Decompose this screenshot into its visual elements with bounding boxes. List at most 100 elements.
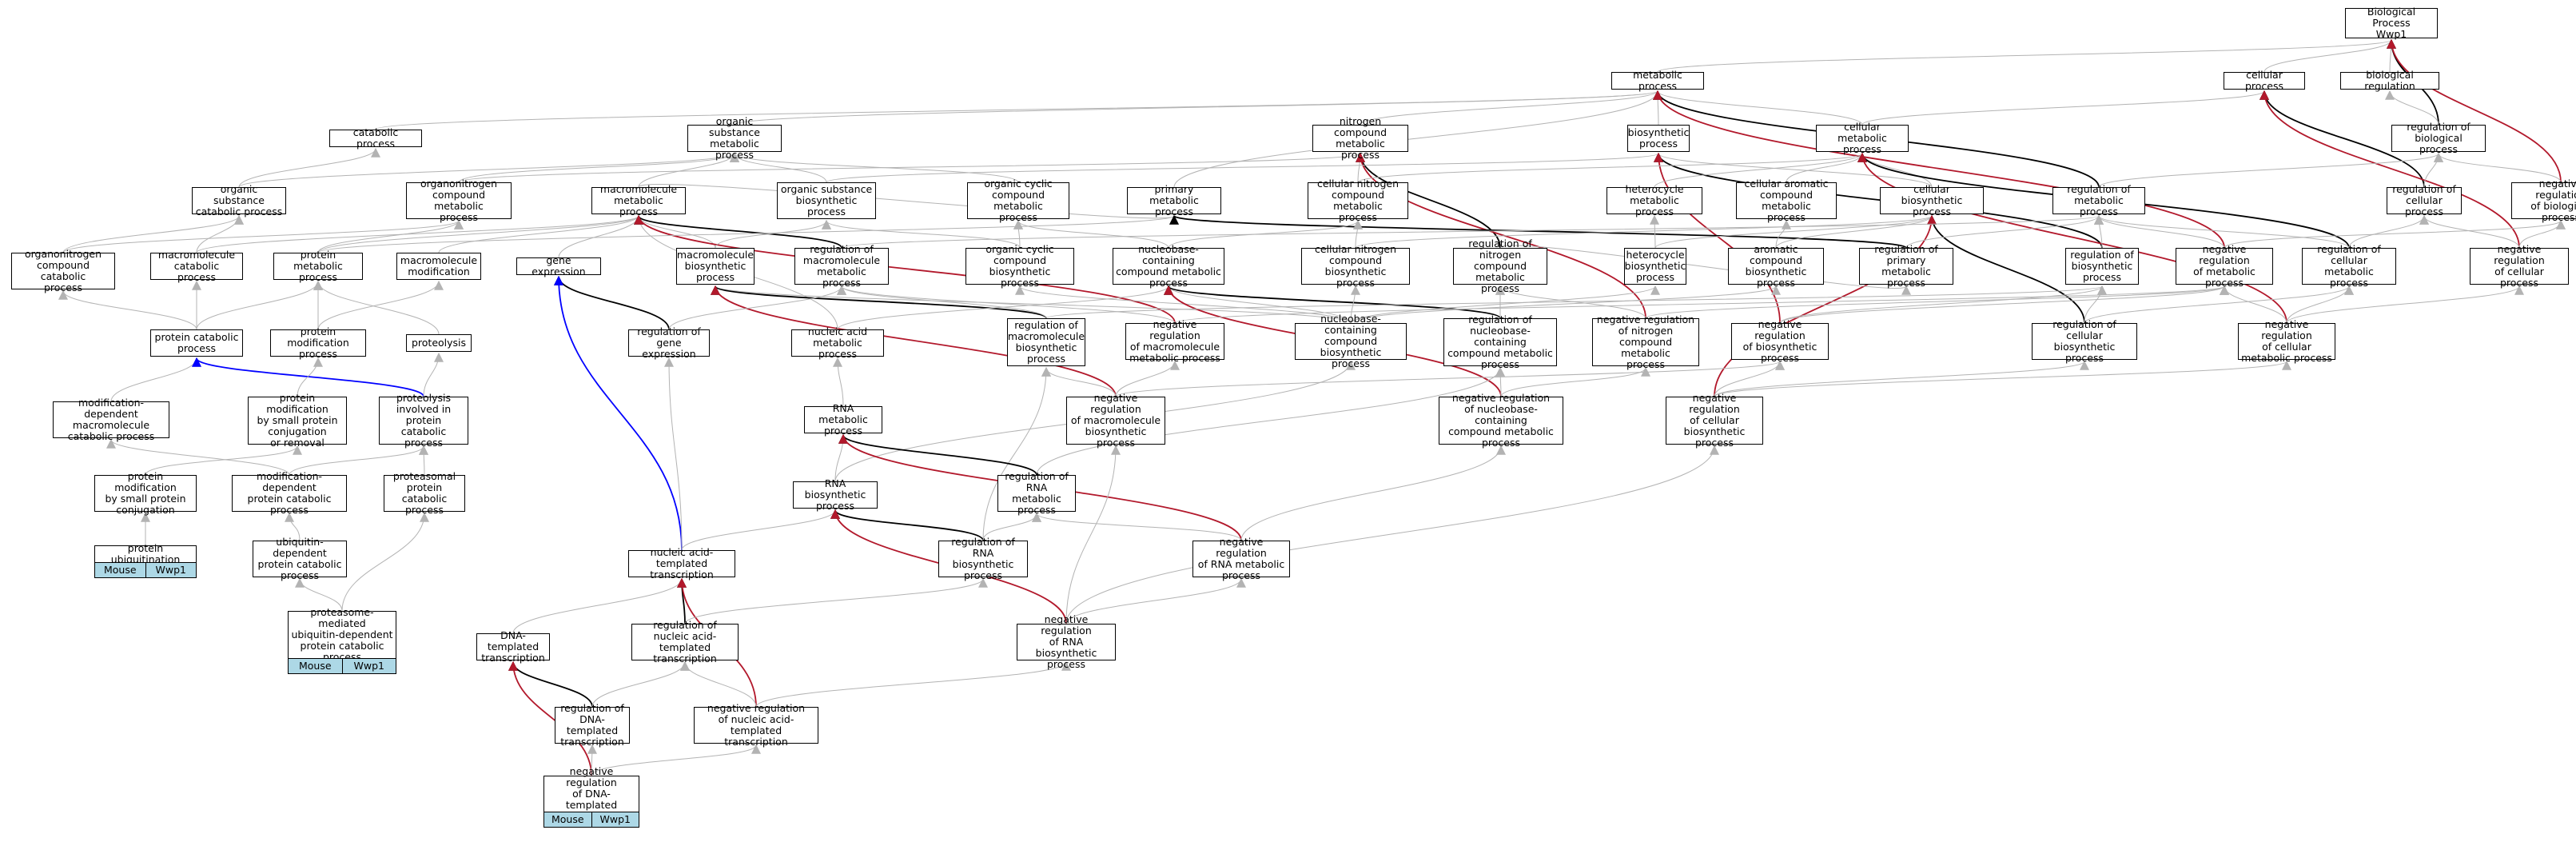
edge-negrrnabp-to-negrcellbp	[1065, 445, 1719, 625]
edge-regcellmp-to-regmp	[2094, 214, 2350, 249]
go-term-negrbiosyn[interactable]: negative regulation of biosynthetic proc…	[1731, 319, 1829, 364]
edge-primmp-to-metab	[1173, 90, 1662, 188]
edge-regncmp-to-regpmp	[1499, 245, 1911, 295]
go-term-biosyn[interactable]: biosynthetic process	[1627, 125, 1690, 152]
edge-acbp-to-cacmp	[1775, 219, 1791, 249]
go-term-regnbcmp[interactable]: regulation of nucleobase-containing comp…	[1443, 314, 1557, 370]
go-term-bp[interactable]: Biological Process Wwp1	[2345, 6, 2438, 40]
go-term-nbcbp[interactable]: nucleobase-containing compound biosynthe…	[1295, 313, 1407, 369]
go-term-cncmp[interactable]: cellular nitrogen compound metabolic pro…	[1308, 178, 1408, 223]
go-term-catab[interactable]: catabolic process	[329, 127, 422, 150]
go-term-bioreg[interactable]: biological regulation	[2340, 70, 2439, 92]
go-term-proteasomal[interactable]: proteasomal protein catabolic process	[384, 471, 465, 516]
edge-nbcbp-to-cncbp	[1350, 285, 1360, 324]
edge-regnatranscr-to-regrnabp	[684, 577, 988, 625]
go-term-negrmacrobp[interactable]: negative regulation of macromolecule bio…	[1066, 393, 1165, 449]
go-term-regmp[interactable]: regulation of metabolic process	[2052, 184, 2145, 217]
edge-proteolysis-to-protmp	[313, 280, 440, 335]
go-term-macromp[interactable]: macromolecule metabolic process	[591, 184, 686, 217]
go-term-regcellbp[interactable]: regulation of cellular biosynthetic proc…	[2032, 319, 2137, 364]
edge-protmod-to-macromod	[317, 280, 444, 330]
go-term-negrcellbp[interactable]: negative regulation of cellular biosynth…	[1666, 393, 1763, 449]
go-term-regcellmp[interactable]: regulation of cellular metabolic process	[2302, 244, 2396, 289]
go-term-regcp[interactable]: regulation of cellular process	[2387, 184, 2462, 217]
go-term-regmacromp[interactable]: regulation of macromolecule metabolic pr…	[794, 244, 889, 289]
go-term-oncat[interactable]: organonitrogen compound catabolic proces…	[11, 249, 115, 293]
go-term-negrmacromp[interactable]: negative regulation of macromolecule met…	[1125, 319, 1224, 364]
go-term-natranscr[interactable]: nucleic acid-templated transcription	[628, 547, 735, 581]
go-term-osmp[interactable]: organic substance metabolic process	[687, 116, 782, 161]
go-term-negrnatranscr[interactable]: negative regulation of nucleic acid-temp…	[694, 703, 818, 748]
go-term-protcat[interactable]: protein catabolic process	[150, 329, 243, 357]
go-term-moddepmacrocat[interactable]: modification-dependent macromolecule cat…	[53, 397, 169, 442]
go-term-cellbp[interactable]: cellular biosynthetic process	[1880, 184, 1984, 217]
go-term-negrcp[interactable]: negative regulation of cellular process	[2470, 244, 2569, 289]
go-term-dnatranscr[interactable]: DNA-templated transcription	[476, 630, 550, 664]
edge-oncat-to-onitmp	[62, 219, 464, 253]
go-term-ncmp[interactable]: nitrogen compound metabolic process	[1312, 116, 1408, 161]
go-term-regnatranscr[interactable]: regulation of nucleic acid-templated tra…	[631, 620, 739, 664]
go-term-negrrnamp[interactable]: negative regulation of RNA metabolic pro…	[1192, 537, 1290, 581]
go-term-negrncmp[interactable]: negative regulation of nitrogen compound…	[1592, 314, 1699, 370]
go-term-moddepprotcat[interactable]: modification-dependent protein catabolic…	[232, 471, 347, 516]
go-term-negrcellmp[interactable]: negative regulation of cellular metaboli…	[2238, 319, 2335, 364]
edge-cncmp-to-cellmetab	[1357, 152, 1867, 183]
go-term-occbp[interactable]: organic cyclic compound biosynthetic pro…	[966, 244, 1074, 289]
go-term-regdnatranscr[interactable]: regulation of DNA-templated transcriptio…	[555, 703, 630, 748]
go-term-cellproc[interactable]: cellular process	[2224, 70, 2305, 92]
edge-occbp-to-osbp	[822, 219, 1021, 249]
go-term-negrmp[interactable]: negative regulation of metabolic process	[2176, 244, 2273, 289]
go-term-regrnamp[interactable]: regulation of RNA metabolic process	[997, 471, 1076, 516]
go-term-cellmetab[interactable]: cellular metabolic process	[1816, 122, 1909, 155]
tag-wwp1: Wwp1	[591, 812, 639, 827]
go-term-regncmp[interactable]: regulation of nitrogen compound metaboli…	[1453, 238, 1547, 294]
go-term-cncbp[interactable]: cellular nitrogen compound biosynthetic …	[1301, 244, 1410, 289]
go-term-regbiosyn[interactable]: regulation of biosynthetic process	[2065, 248, 2139, 285]
edge-protcat-to-protmp	[196, 280, 323, 330]
go-term-reggeneexp[interactable]: regulation of gene expression	[628, 326, 710, 360]
go-term-osbp[interactable]: organic substance biosynthetic process	[777, 182, 876, 219]
go-term-protmp[interactable]: protein metabolic process	[273, 249, 363, 283]
go-term-protmodconj[interactable]: protein modification by small protein co…	[94, 471, 197, 516]
go-term-proteolysis[interactable]: proteolysis	[406, 334, 472, 352]
go-term-cacmp[interactable]: cellular aromatic compound metabolic pro…	[1736, 178, 1837, 223]
go-term-macrobp[interactable]: macromolecule biosynthetic process	[676, 248, 754, 285]
tag-wwp1: Wwp1	[145, 563, 196, 577]
go-term-metab[interactable]: metabolic process	[1611, 70, 1704, 92]
edge-negrrnabp-to-negrrnamp	[1065, 577, 1246, 625]
go-term-nbcmp[interactable]: nucleobase-containing compound metabolic…	[1113, 244, 1224, 289]
edge-nucmp-to-nbcmp	[837, 285, 1173, 330]
go-term-regpmp[interactable]: regulation of primary metabolic process	[1859, 244, 1953, 289]
tag-mouse: Mouse	[289, 659, 342, 673]
go-term-hetmp[interactable]: heterocycle metabolic process	[1607, 184, 1702, 217]
go-term-negrbp[interactable]: negative regulation of biological proces…	[2511, 178, 2576, 223]
go-term-macromod[interactable]: macromolecule modification	[396, 253, 481, 280]
go-term-ubiqdep[interactable]: ubiquitin-dependent protein catabolic pr…	[253, 537, 347, 581]
go-term-protmodsmall[interactable]: protein modification by small protein co…	[248, 393, 347, 449]
edge-negrmp-to-regmp	[2094, 214, 2225, 249]
go-term-protubiq[interactable]: protein ubiquitination	[94, 543, 197, 565]
go-term-regrnabp[interactable]: regulation of RNA biosynthetic process	[938, 537, 1028, 581]
edge-negrcellmp-to-negrcp	[2286, 285, 2524, 324]
go-term-regbio[interactable]: regulation of biological process	[2391, 122, 2486, 155]
go-term-onitmp[interactable]: organonitrogen compound metabolic proces…	[406, 178, 512, 223]
go-term-regmacrobp[interactable]: regulation of macromolecule biosynthetic…	[1007, 318, 1085, 366]
go-term-negrdnatranscr[interactable]: negative regulation of DNA-templated tra…	[543, 766, 639, 822]
go-term-proteolysisinv[interactable]: proteolysis involved in protein cataboli…	[379, 393, 468, 449]
go-term-rnabp[interactable]: RNA biosynthetic process	[793, 478, 878, 512]
go-term-nucmp[interactable]: nucleic acid metabolic process	[791, 326, 884, 360]
go-term-oscp[interactable]: organic substance catabolic process	[192, 184, 286, 217]
go-term-geneexp[interactable]: gene expression	[516, 255, 601, 277]
go-term-primmp[interactable]: primary metabolic process	[1127, 184, 1221, 217]
go-term-negrrnabp[interactable]: negative regulation of RNA biosynthetic …	[1017, 614, 1116, 670]
edge-negrcellmp-to-cellmetab	[1857, 152, 2287, 324]
go-term-occmp[interactable]: organic cyclic compound metabolic proces…	[967, 178, 1069, 223]
go-term-macrocat[interactable]: macromolecule catabolic process	[150, 249, 243, 283]
go-term-hetbp[interactable]: heterocycle biosynthetic process	[1624, 248, 1686, 285]
go-term-protmod[interactable]: protein modification process	[270, 326, 366, 360]
go-term-proteasomeubiq[interactable]: proteasome-mediated ubiquitin-dependent …	[288, 607, 396, 663]
go-term-acbp[interactable]: aromatic compound biosynthetic process	[1728, 244, 1824, 289]
go-term-rnamp[interactable]: RNA metabolic process	[804, 403, 882, 437]
go-term-negrnbcmp[interactable]: negative regulation of nucleobase-contai…	[1439, 393, 1563, 449]
